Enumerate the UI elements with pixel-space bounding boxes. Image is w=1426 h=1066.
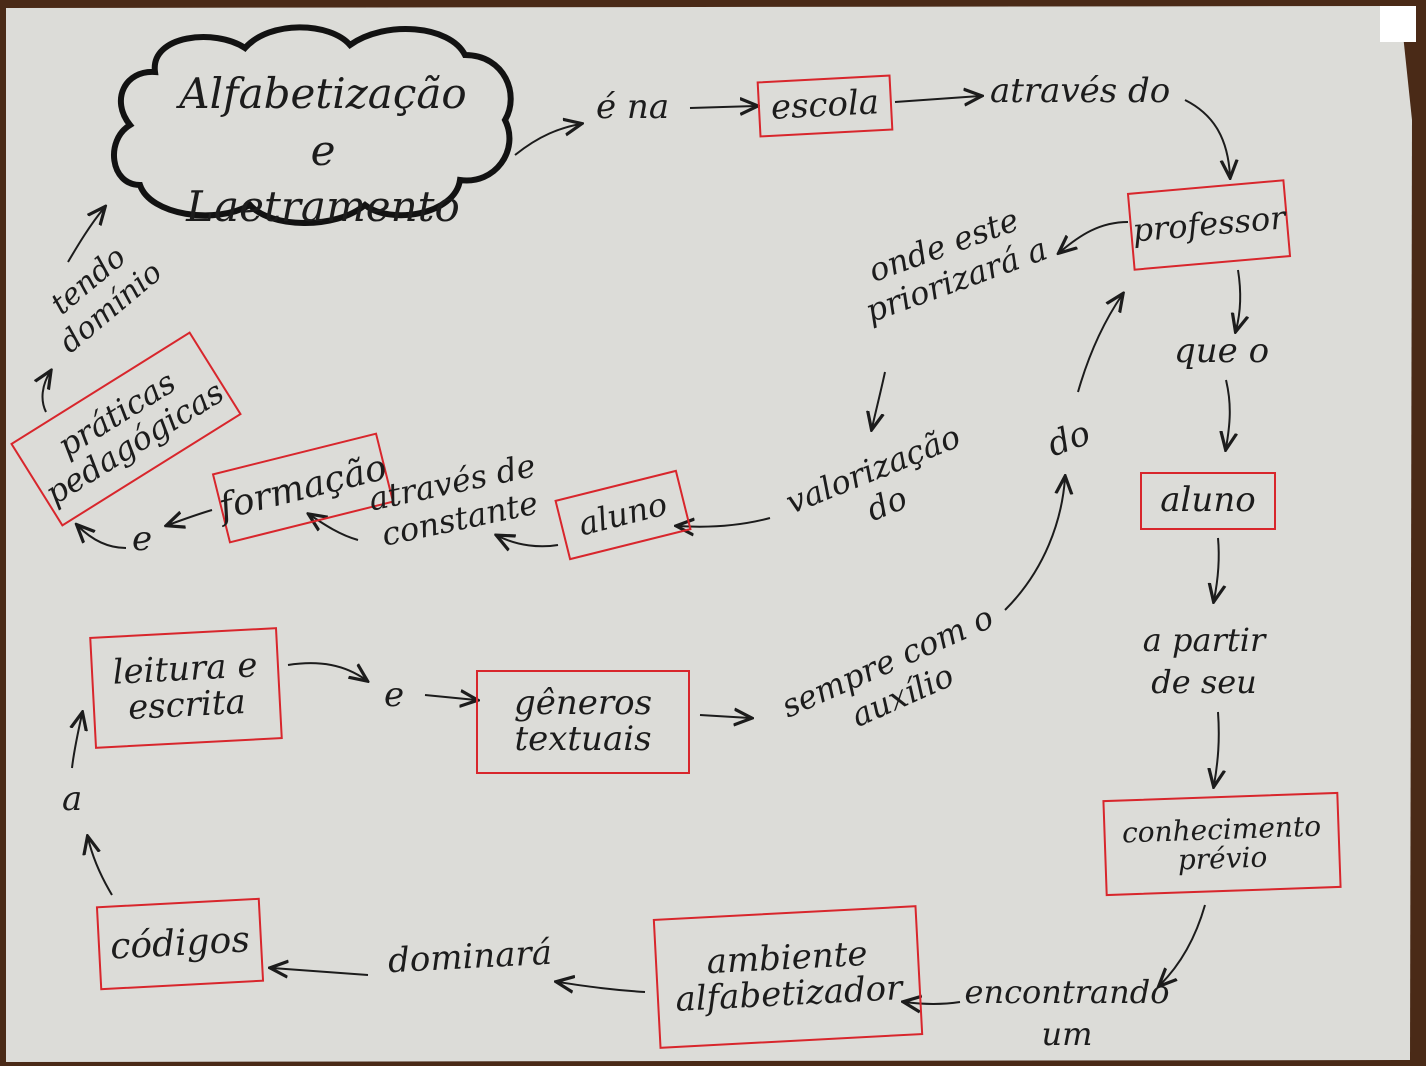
link-e-praticas: e	[132, 519, 153, 559]
paper-sheet	[6, 6, 1412, 1062]
node-ambiente-alfabetizador: ambiente alfabetizador	[652, 905, 924, 1049]
arrow-professor-onde	[1060, 221, 1129, 252]
arrow-encontrando-ambiente	[905, 1002, 961, 1004]
corner-patch	[1380, 6, 1416, 42]
arrow-leitura-e	[287, 662, 366, 680]
title-cloud-outline	[111, 24, 514, 226]
node-escola: escola	[756, 74, 894, 138]
node-professor: professor	[1126, 179, 1292, 271]
arrow-queo-aluno	[1226, 379, 1230, 448]
arrow-generos-sempre	[699, 715, 750, 718]
link-atraves-do: através do	[990, 71, 1171, 111]
arrow-dominara-codigos	[272, 968, 369, 975]
link-e-na: é na	[596, 87, 670, 127]
arrow-tendo-cloud	[67, 208, 104, 263]
arrow-conhecimento-encontrando	[1160, 904, 1206, 985]
arrow-apartir-conhecimento	[1214, 711, 1219, 785]
arrow-atraves-professor	[1184, 99, 1230, 176]
link-que-o: que o	[1174, 331, 1270, 371]
arrow-valorizacao-aluno	[678, 517, 771, 527]
arrow-cloud-ena	[514, 124, 580, 156]
arrow-codigos-a	[88, 838, 113, 896]
arrow-professor-queo	[1236, 269, 1240, 330]
arrow-e-praticas	[78, 526, 127, 549]
node-aluno-right: aluno	[1140, 472, 1276, 530]
node-leitura-escrita: leitura e escrita	[89, 627, 283, 749]
arrow-aluno-atraves	[498, 536, 559, 546]
arrow-aluno-apartir	[1214, 537, 1219, 600]
arrow-onde-valorizacao	[872, 371, 886, 428]
arrow-do-professor	[1077, 295, 1122, 393]
node-generos-textuais: gêneros textuais	[476, 670, 690, 774]
arrow-a-leitura	[72, 714, 82, 769]
arrow-formacao-e	[168, 509, 213, 525]
arrow-e-generos	[424, 695, 476, 700]
arrow-ena-escola	[689, 106, 756, 108]
title: Alfabetização e Laetramento	[179, 69, 467, 232]
node-codigos: códigos	[95, 897, 265, 991]
link-a: a	[62, 779, 83, 819]
arrow-praticas-tendo	[43, 372, 50, 413]
link-e-generos: e	[384, 675, 405, 715]
arrow-sempre-do	[1004, 478, 1065, 611]
arrow-ambiente-dominara	[558, 982, 646, 992]
link-a-partir: a partir de seu	[1142, 621, 1266, 701]
arrow-escola-atraves	[894, 96, 980, 102]
arrow-atraves-formacao	[310, 515, 359, 541]
link-encontrando: encontrando um	[964, 973, 1170, 1053]
node-conhecimento-previo: conhecimento prévio	[1102, 791, 1342, 897]
